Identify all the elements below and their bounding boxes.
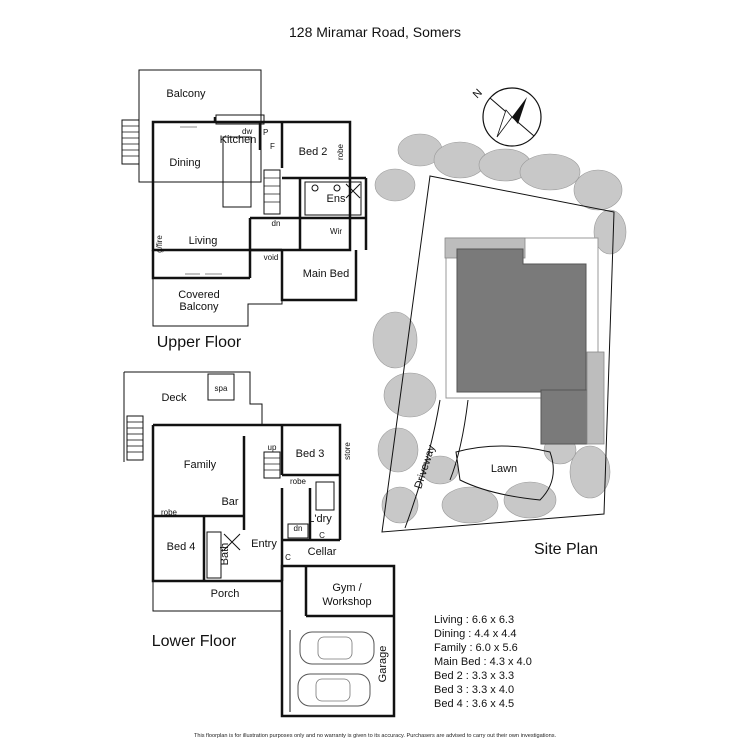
label-gas-fire: g/fire [155, 235, 164, 253]
lawn-outline [455, 445, 554, 501]
room-gym-1: Gym / [332, 582, 362, 594]
deck-outline [124, 371, 263, 424]
room-laundry: L'dry [308, 513, 332, 525]
room-dimensions-list: Living : 6.6 x 6.3 Dining : 4.4 x 4.4 Fa… [434, 614, 532, 710]
label-pantry: P [263, 128, 268, 137]
label-cupboard-1: C [319, 531, 325, 540]
lower-floor-plan: spa Deck up Family Bed 3 store robe Bar … [123, 371, 396, 718]
label-robe-bed4: robe [161, 508, 178, 517]
label-north: N [471, 87, 485, 101]
disclaimer-text: This floorplan is for illustration purpo… [194, 733, 557, 739]
room-family: Family [184, 459, 217, 471]
room-ensuite: Ens [327, 193, 346, 205]
room-covered-balcony-2: Balcony [179, 301, 219, 313]
room-entry: Entry [251, 538, 277, 550]
dimension-line: Dining : 4.4 x 4.4 [434, 628, 517, 640]
lower-internal-stairs [263, 451, 281, 479]
page-title: 128 Miramar Road, Somers [289, 24, 461, 40]
label-fridge: F [270, 142, 275, 151]
room-bed3: Bed 3 [296, 448, 325, 460]
room-bed4: Bed 4 [167, 541, 196, 553]
kitchen-bench [215, 114, 265, 125]
ensuite-shower [345, 183, 361, 199]
label-void: void [264, 253, 279, 262]
ensuite-basin [311, 184, 319, 192]
kitchen-island [222, 136, 252, 208]
ensuite-outline [304, 181, 362, 216]
room-balcony: Balcony [166, 88, 206, 100]
lower-stair-outside [126, 415, 144, 461]
covered-balcony-outline [152, 278, 283, 327]
label-lawn: Lawn [491, 463, 517, 475]
lower-top-wall [153, 423, 342, 540]
site-boundary [381, 175, 615, 533]
dimension-line: Living : 6.6 x 6.3 [434, 614, 514, 626]
upper-main-walls [151, 120, 352, 252]
label-robe-bed2: robe [336, 143, 345, 160]
dimension-line: Family : 6.0 x 5.6 [434, 642, 518, 654]
label-stairs-down: dn [272, 219, 281, 228]
upper-living-lower-wall [151, 250, 250, 280]
room-gym-2: Workshop [322, 596, 371, 608]
room-kitchen: Kitchen [220, 134, 257, 146]
room-living: Living [189, 235, 218, 247]
tree-canopy [372, 133, 627, 524]
porch-outline [152, 581, 282, 612]
upper-floor-heading: Upper Floor [157, 334, 242, 351]
driveway-edge-2 [449, 399, 469, 481]
label-dishwasher: dw [242, 127, 252, 136]
room-covered-balcony-1: Covered [178, 289, 220, 301]
room-porch: Porch [211, 588, 240, 600]
dimension-line: Bed 3 : 3.3 x 4.0 [434, 684, 514, 696]
room-bed2: Bed 2 [299, 146, 328, 158]
label-spa: spa [215, 384, 228, 393]
dimension-line: Main Bed : 4.3 x 4.0 [434, 656, 532, 668]
room-dining: Dining [169, 157, 200, 169]
upper-stair-treads [122, 125, 139, 157]
bath-shower [223, 533, 241, 551]
lower-left-wall [151, 425, 282, 583]
site-plan: Driveway Lawn Site Plan N [372, 87, 627, 558]
room-bar: Bar [221, 496, 238, 508]
bath-tub [206, 531, 222, 579]
lower-floor-heading: Lower Floor [152, 633, 237, 650]
label-stairs-down-lower: dn [294, 524, 303, 533]
label-store: store [343, 442, 352, 460]
room-garage: Garage [377, 646, 389, 683]
site-house-roof [456, 248, 587, 393]
upper-stair-outside [121, 119, 140, 165]
driveway-edge-1 [404, 399, 441, 529]
dimension-line: Bed 2 : 3.3 x 3.3 [434, 670, 514, 682]
room-main-bed: Main Bed [303, 268, 349, 280]
upper-internal-stairs [263, 169, 281, 215]
room-wir: Wir [330, 227, 342, 236]
site-plan-heading: Site Plan [534, 541, 598, 558]
car-icon-2 [297, 673, 371, 707]
room-cellar: Cellar [308, 546, 337, 558]
dimension-line: Bed 4 : 3.6 x 4.5 [434, 698, 514, 710]
upper-floor-plan: Balcony Kitchen dw P F Dining Bed 2 robe… [121, 69, 368, 351]
room-deck: Deck [161, 392, 187, 404]
label-cupboard-2: C [285, 553, 291, 562]
laundry-tub [315, 481, 335, 511]
spa-outline [207, 373, 235, 401]
upper-main-bed-walls [280, 250, 358, 302]
north-compass-icon: N [471, 87, 542, 147]
car-icon-1 [299, 631, 375, 665]
room-bath: Bath [219, 543, 231, 566]
site-garage-roof [540, 389, 588, 445]
label-stairs-up: up [268, 443, 277, 452]
label-robe-bed3: robe [290, 477, 307, 486]
garage-walls [280, 564, 396, 718]
